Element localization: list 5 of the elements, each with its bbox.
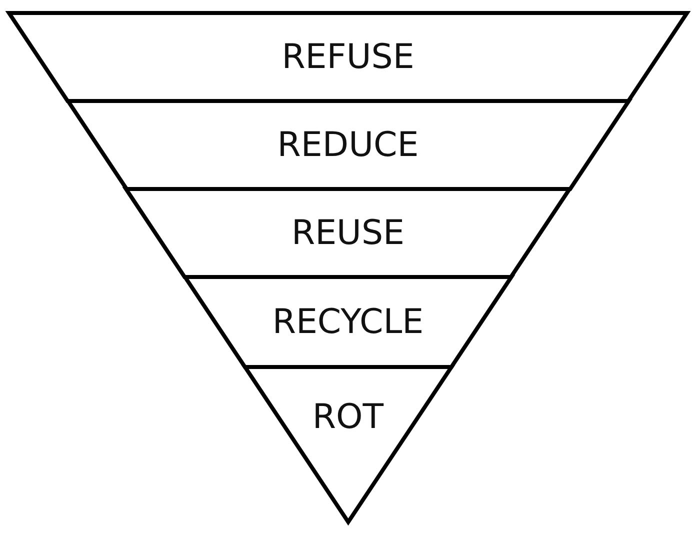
band-label: ROT: [312, 400, 384, 434]
band-label: REUSE: [291, 216, 405, 250]
band-label: REDUCE: [277, 128, 419, 162]
band-label: REFUSE: [282, 40, 414, 74]
band-label: RECYCLE: [272, 305, 424, 339]
